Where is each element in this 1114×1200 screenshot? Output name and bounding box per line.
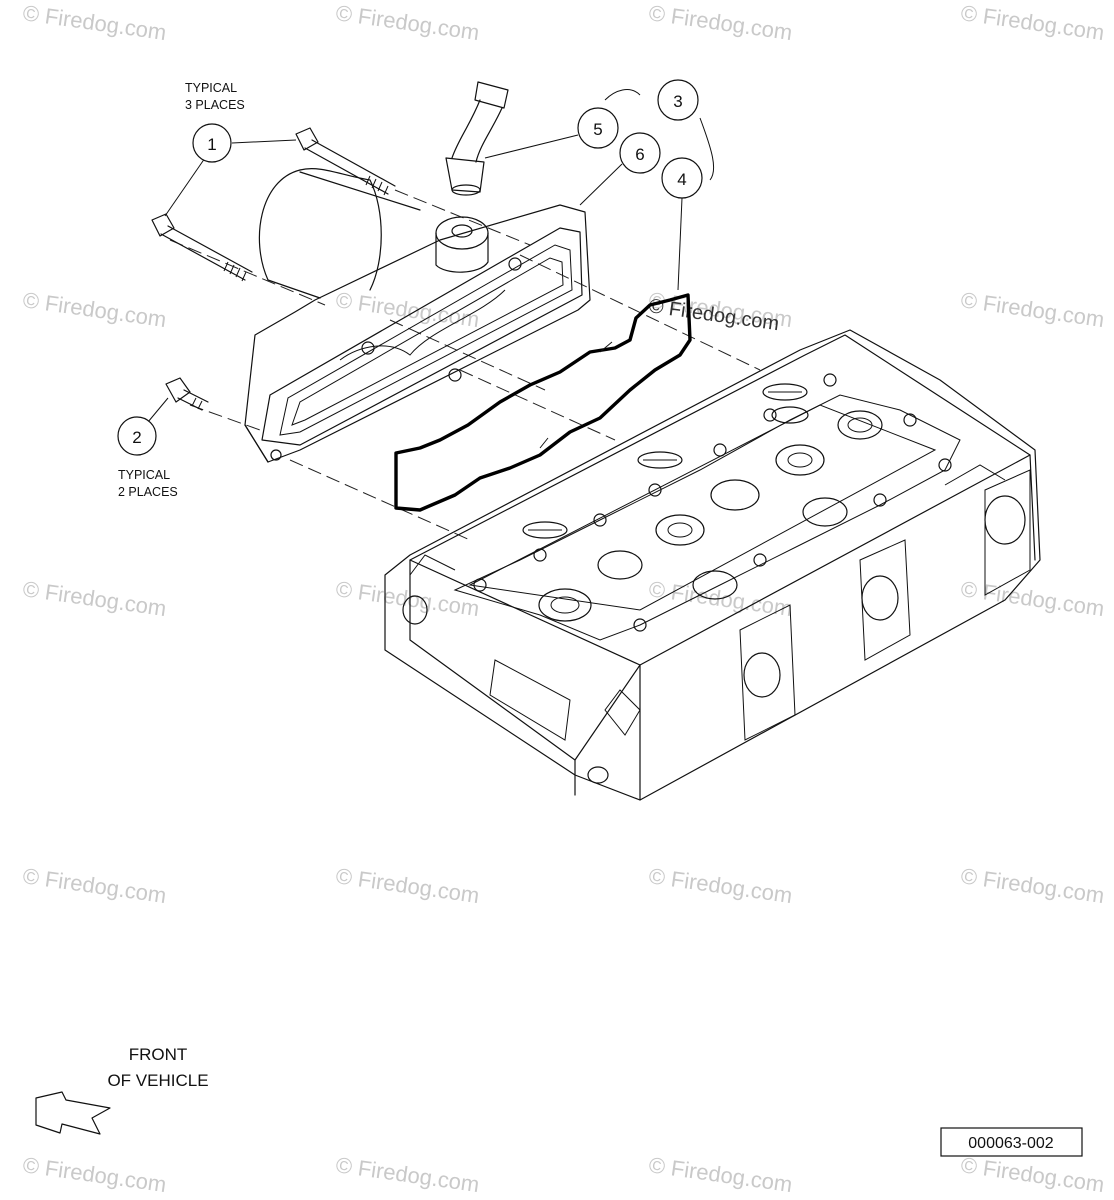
svg-text:6: 6 [635,145,644,164]
callout-2: 2 [117,416,157,456]
watermark-text: © Firedog.com [21,863,168,908]
watermark-text: © Firedog.com [21,287,168,332]
note-typical-2-line2: 2 PLACES [118,485,178,499]
front-arrow-icon [35,1091,111,1135]
callout-5: 5 [577,107,619,149]
svg-text:2: 2 [132,428,141,447]
watermark-text: © Firedog.com [334,0,481,45]
rocker-cover-item-6 [244,168,591,463]
front-label-line2: OF VEHICLE [107,1071,208,1090]
watermark-text: © Firedog.com [959,0,1106,45]
svg-text:5: 5 [593,120,602,139]
figure-id-box [940,1127,1083,1157]
svg-text:1: 1 [207,135,216,154]
long-bolt-lower-item-1 [151,213,253,282]
note-typical-2-line1: TYPICAL [118,468,170,482]
watermark-text: © Firedog.com [334,287,481,332]
breather-hose-item-5 [445,81,509,196]
watermark-text: © Firedog.com [959,576,1106,621]
watermark-text: © Firedog.com [647,0,794,45]
watermark-text: © Firedog.com [21,1152,168,1197]
note-typical-3-line1: TYPICAL [185,81,237,95]
callout-3: 3 [657,79,699,121]
watermark-text: © Firedog.com [647,863,794,908]
front-label-line1: FRONT [129,1045,188,1064]
cylinder-head [384,329,1041,801]
note-typical-3-line2: 3 PLACES [185,98,245,112]
watermark-text: © Firedog.com [21,576,168,621]
watermark-text: © Firedog.com [647,1152,794,1197]
watermark-text: © Firedog.com [334,1152,481,1197]
figure-id: 000063-002 [968,1135,1054,1152]
watermark-text: © Firedog.com [959,1152,1106,1197]
svg-text:3: 3 [673,92,682,111]
watermark-text: © Firedog.com [959,287,1106,332]
callout-6: 6 [619,132,661,174]
watermark-text: © Firedog.com [21,0,168,45]
leader-lines [147,89,715,423]
gasket-item-4 [394,293,692,512]
short-bolt-item-2 [165,377,209,411]
callout-4: 4 [661,157,703,199]
watermark-text: © Firedog.com [959,863,1106,908]
gasket-detail [539,341,613,449]
long-bolt-upper-item-1 [295,127,396,196]
watermark-text: © Firedog.com [334,863,481,908]
svg-text:4: 4 [677,170,686,189]
callout-1: 1 [192,123,232,163]
